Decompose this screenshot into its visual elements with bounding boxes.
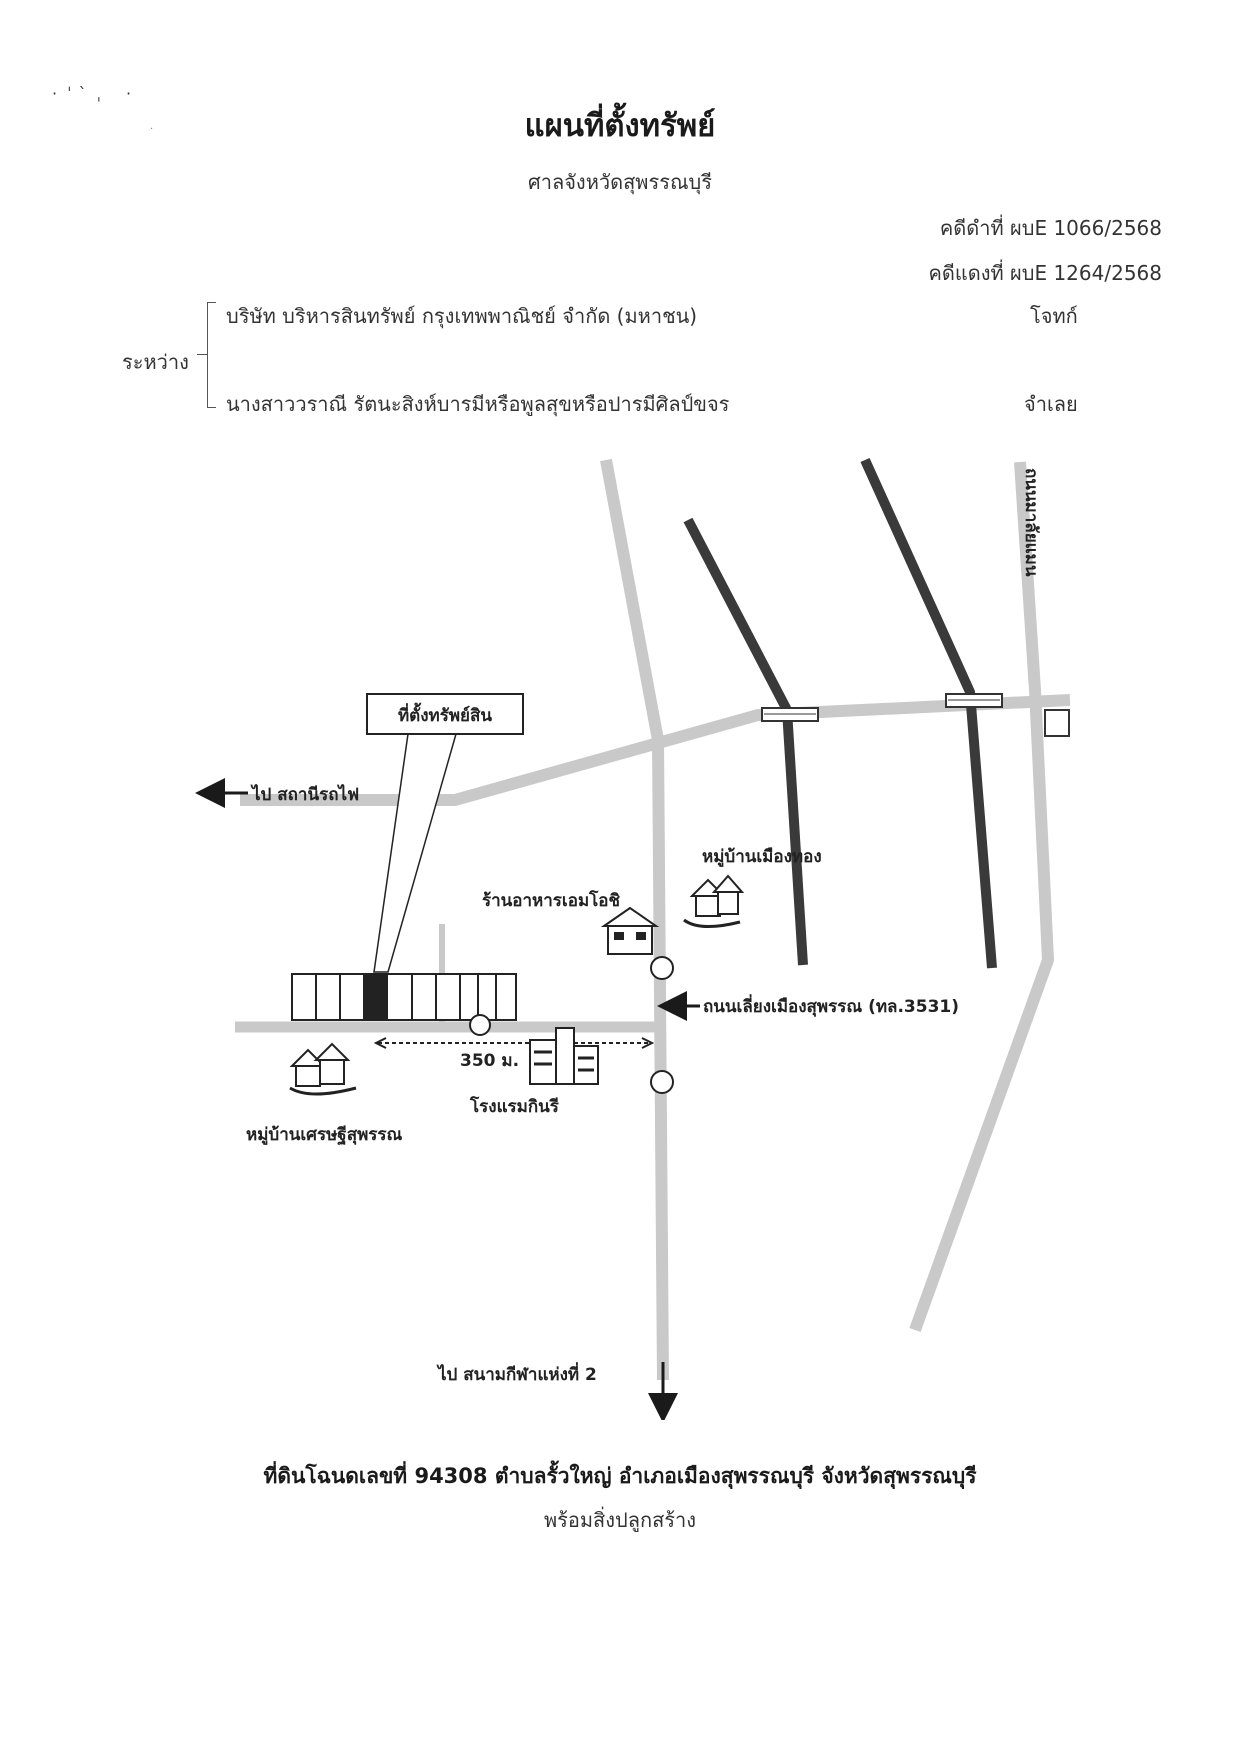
location-map: ที่ตั้งทรัพย์สิน ไป สถานีรถไฟ หมู่บ้านเม… [195,457,1071,1420]
distance-label: 350 ม. [460,1051,519,1071]
bypass-road-arrow: ถนนเลี่ยงเมืองสุพรรณ (ทล.3531) [657,991,959,1021]
soi-junction-marker [469,1014,491,1036]
parties-bracket-tick [197,354,207,355]
plaintiff-role: โจทก์ [1030,304,1078,328]
plaintiff-name: บริษัท บริหารสินทรัพย์ กรุงเทพพาณิชย์ จำ… [226,304,698,328]
defendant-role: จำเลย [1024,392,1078,416]
village-setthi-icon [289,1042,357,1096]
roundabout-north [650,956,674,980]
black-case-number: คดีดำที่ ผบE 1066/2568 [939,216,1162,240]
restaurant-label: ร้านอาหารเอมโอชิ [482,890,621,911]
red-case-number: คดีแดงที่ ผบE 1264/2568 [928,261,1163,285]
road-end-marker [1044,709,1070,737]
scan-dot: · [150,124,154,135]
scan-mark: ·ˈ ̀ˌ · [52,84,142,103]
bypass-road-label: ถนนเลี่ยงเมืองสุพรรณ (ทล.3531) [703,994,959,1017]
to-station-arrow: ไป สถานีรถไฟ [195,778,359,808]
dark-road-east [860,457,997,969]
overpass-west [761,707,819,722]
land-plots [291,973,517,1021]
village-setthi-label: หมู่บ้านเศรษฐีสุพรรณ [246,1124,403,1146]
roundabout-south [650,1070,674,1094]
distance-dimension: 350 ม. [373,1037,655,1071]
hotel-icon [529,1027,599,1085]
buildings-line: พร้อมสิ่งปลูกสร้าง [543,1508,697,1532]
court-name: ศาลจังหวัดสุพรรณบุรี [528,170,712,194]
vertical-road-label: ถนนมาลัยแมน [1021,468,1041,577]
defendant-name: นางสาววราณี รัตนะสิงห์บารมีหรือพูลสุขหรื… [226,392,730,416]
property-callout: ที่ตั้งทรัพย์สิน [366,693,524,973]
to-stadium-label: ไป สนามกีฬาแห่งที่ 2 [436,1362,597,1385]
station-road [240,694,1071,806]
overpass-east [945,693,1003,708]
between-label: ระหว่าง [122,350,189,374]
village-muang-thong-icon [683,874,745,928]
malaiman-road [909,461,1054,1333]
to-station-label: ไป สถานีรถไฟ [250,784,359,805]
village-muang-thong-label: หมู่บ้านเมืองทอง [702,846,822,868]
hotel-label: โรงแรมกินรี [469,1096,560,1117]
restaurant-icon [600,906,660,955]
property-label: ที่ตั้งทรัพย์สิน [398,702,492,726]
parties-bracket [207,302,216,408]
deed-line: ที่ดินโฉนดเลขที่ 94308 ตำบลรั้วใหญ่ อำเภ… [263,1464,977,1488]
page-title: แผนที่ตั้งทรัพย์ [524,108,716,144]
subject-plot [364,974,388,1020]
to-stadium-arrow: ไป สนามกีฬาแห่งที่ 2 [436,1362,678,1420]
